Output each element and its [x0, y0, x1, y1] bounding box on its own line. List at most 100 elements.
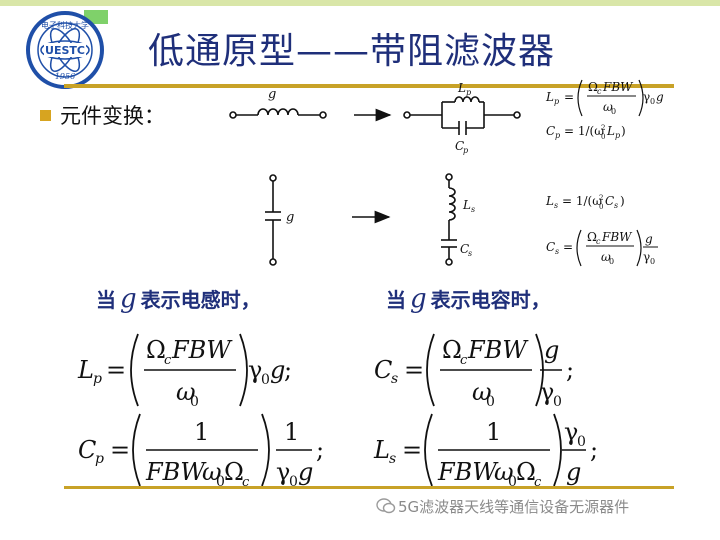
shunt-g-label: g — [286, 210, 294, 225]
cond-capacitor-var: g — [410, 284, 427, 314]
svg-text:g: g — [656, 90, 664, 104]
uestc-logo: UESTC 电子科技大学 1956 — [26, 11, 104, 89]
svg-text:0: 0 — [486, 394, 495, 410]
logo-ring-text: 电子科技大学 — [41, 20, 89, 30]
svg-text:ω: ω — [494, 458, 514, 486]
svg-text:1: 1 — [194, 418, 209, 446]
svg-text:= 1/(ω: = 1/(ω — [564, 124, 604, 138]
svg-text:): ) — [621, 124, 626, 138]
svg-text:=: = — [106, 356, 126, 384]
svg-text:c: c — [242, 475, 250, 490]
svg-text:p: p — [615, 131, 620, 140]
title-underline — [64, 84, 674, 88]
ls-label: L — [462, 198, 471, 212]
svg-text:γ: γ — [276, 458, 290, 486]
svg-text:c: c — [164, 353, 172, 368]
cond-inductor-var: g — [120, 284, 137, 314]
ls-subscript: s — [471, 205, 475, 214]
svg-text:γ: γ — [540, 378, 554, 406]
svg-text:1: 1 — [284, 418, 299, 446]
cp-subscript: p — [463, 146, 468, 155]
svg-text:g: g — [544, 336, 559, 364]
svg-text:C: C — [546, 240, 555, 254]
svg-text:γ: γ — [248, 356, 262, 384]
bullet-square — [40, 110, 51, 121]
svg-text:0: 0 — [650, 97, 655, 106]
cond-capacitor-pre: 当 — [386, 288, 406, 312]
svg-text:0: 0 — [601, 133, 605, 141]
svg-text:ω: ω — [176, 378, 196, 406]
svg-text:0: 0 — [577, 434, 586, 450]
svg-text:p: p — [554, 97, 559, 106]
svg-text:FBW: FBW — [437, 458, 499, 486]
svg-text:;: ; — [316, 436, 324, 464]
svg-text:;: ; — [284, 356, 292, 384]
svg-text:L: L — [606, 124, 615, 138]
wechat-icon — [376, 498, 396, 514]
svg-text:p: p — [93, 371, 102, 387]
svg-text:Ω: Ω — [146, 336, 166, 364]
svg-text:Ω: Ω — [224, 458, 244, 486]
svg-text:0: 0 — [611, 107, 616, 116]
svg-text:L: L — [373, 436, 390, 464]
svg-text:0: 0 — [190, 394, 199, 410]
watermark-text: 5G滤波器天线等通信设备无源器件 — [398, 498, 630, 516]
svg-text:=: = — [564, 90, 574, 104]
svg-text:g: g — [645, 232, 653, 246]
cs-label: C — [460, 242, 469, 256]
svg-text:c: c — [597, 87, 602, 96]
svg-text:s: s — [389, 451, 396, 467]
svg-text:γ: γ — [564, 418, 578, 446]
svg-text:ω: ω — [603, 100, 613, 114]
svg-text:γ: γ — [643, 90, 650, 104]
logo-center-text: UESTC — [45, 44, 85, 57]
svg-text:c: c — [534, 475, 542, 490]
svg-text:0: 0 — [609, 257, 614, 266]
svg-text:=: = — [404, 356, 424, 384]
svg-text:0: 0 — [599, 203, 603, 211]
svg-text:0: 0 — [553, 394, 562, 410]
svg-text:g: g — [566, 458, 581, 486]
svg-text:;: ; — [590, 436, 598, 464]
svg-text:=: = — [402, 436, 422, 464]
svg-text:γ: γ — [643, 250, 650, 264]
cond-inductor-pre: 当 — [96, 288, 116, 312]
svg-text:Ω: Ω — [588, 80, 598, 94]
svg-text:L: L — [77, 356, 94, 384]
bottom-rule — [64, 486, 674, 489]
top-accent-bar — [0, 0, 720, 6]
svg-text:L: L — [545, 90, 554, 104]
svg-text:L: L — [545, 194, 554, 208]
svg-text:FBW: FBW — [601, 230, 633, 244]
svg-text:C: C — [374, 356, 392, 384]
svg-text:g: g — [298, 458, 313, 486]
svg-text:g: g — [270, 356, 285, 384]
cond-inductor-post: 表示电感时， — [140, 288, 261, 312]
svg-text:2: 2 — [601, 124, 605, 132]
svg-text:s: s — [391, 371, 398, 387]
svg-text:C: C — [605, 194, 614, 208]
svg-text:= 1/(ω: = 1/(ω — [562, 194, 602, 208]
svg-text:p: p — [95, 451, 104, 467]
svg-text:;: ; — [566, 356, 574, 384]
cp-label: C — [455, 139, 464, 153]
svg-text:Ω: Ω — [442, 336, 462, 364]
svg-text:FBW: FBW — [145, 458, 207, 486]
svg-text:FBW: FBW — [171, 336, 233, 364]
cs-subscript: s — [468, 249, 472, 258]
series-g-label: g — [268, 87, 276, 102]
svg-text:0: 0 — [508, 474, 517, 490]
svg-text:C: C — [78, 436, 96, 464]
svg-text:p: p — [555, 131, 560, 140]
svg-text:C: C — [546, 124, 555, 138]
svg-text:ω: ω — [472, 378, 492, 406]
